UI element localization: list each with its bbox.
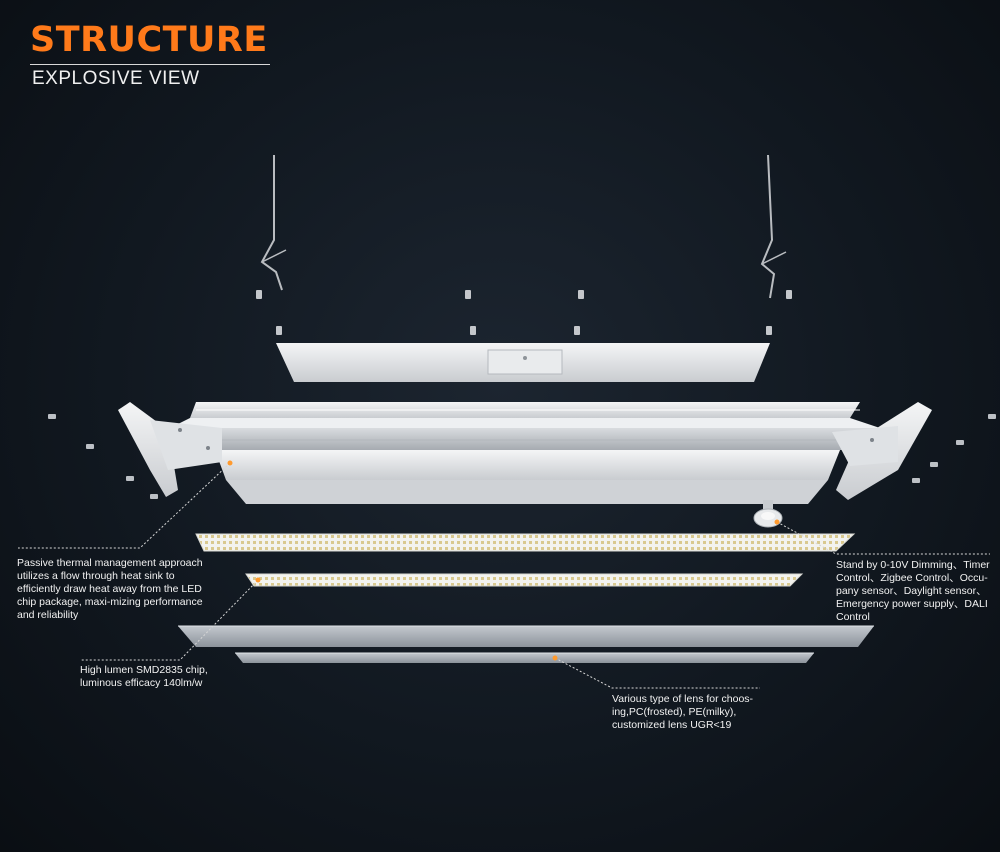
led-board-narrow <box>245 573 804 587</box>
heat-sink-housing <box>170 402 880 504</box>
page-subtitle: EXPLOSIVE VIEW <box>32 68 200 89</box>
end-cap-left <box>118 402 222 497</box>
leader-lines <box>18 462 990 689</box>
page-title: STRUCTURE <box>30 20 268 60</box>
leader-markers <box>227 460 780 661</box>
annotation-lens-options: Various type of lens for choos-ing,PC(fr… <box>612 693 754 731</box>
top-cover-plate <box>276 343 770 382</box>
lens-narrow <box>235 652 814 663</box>
annotation-thermal-management: Passive thermal management approach util… <box>17 557 203 621</box>
annotation-control-options: Stand by 0-10V Dimming、Timer Control、Zig… <box>836 559 990 623</box>
screws-top-row <box>256 290 792 335</box>
hanging-chain-left <box>260 155 287 291</box>
title-underline <box>30 64 270 65</box>
annotation-led-chip: High lumen SMD2835 chip, luminous effica… <box>80 664 208 689</box>
end-cap-right <box>832 402 932 500</box>
lens-wide <box>178 625 874 647</box>
hanging-chain-right <box>760 154 787 299</box>
led-board-wide <box>195 533 856 552</box>
side-screws <box>48 414 996 499</box>
